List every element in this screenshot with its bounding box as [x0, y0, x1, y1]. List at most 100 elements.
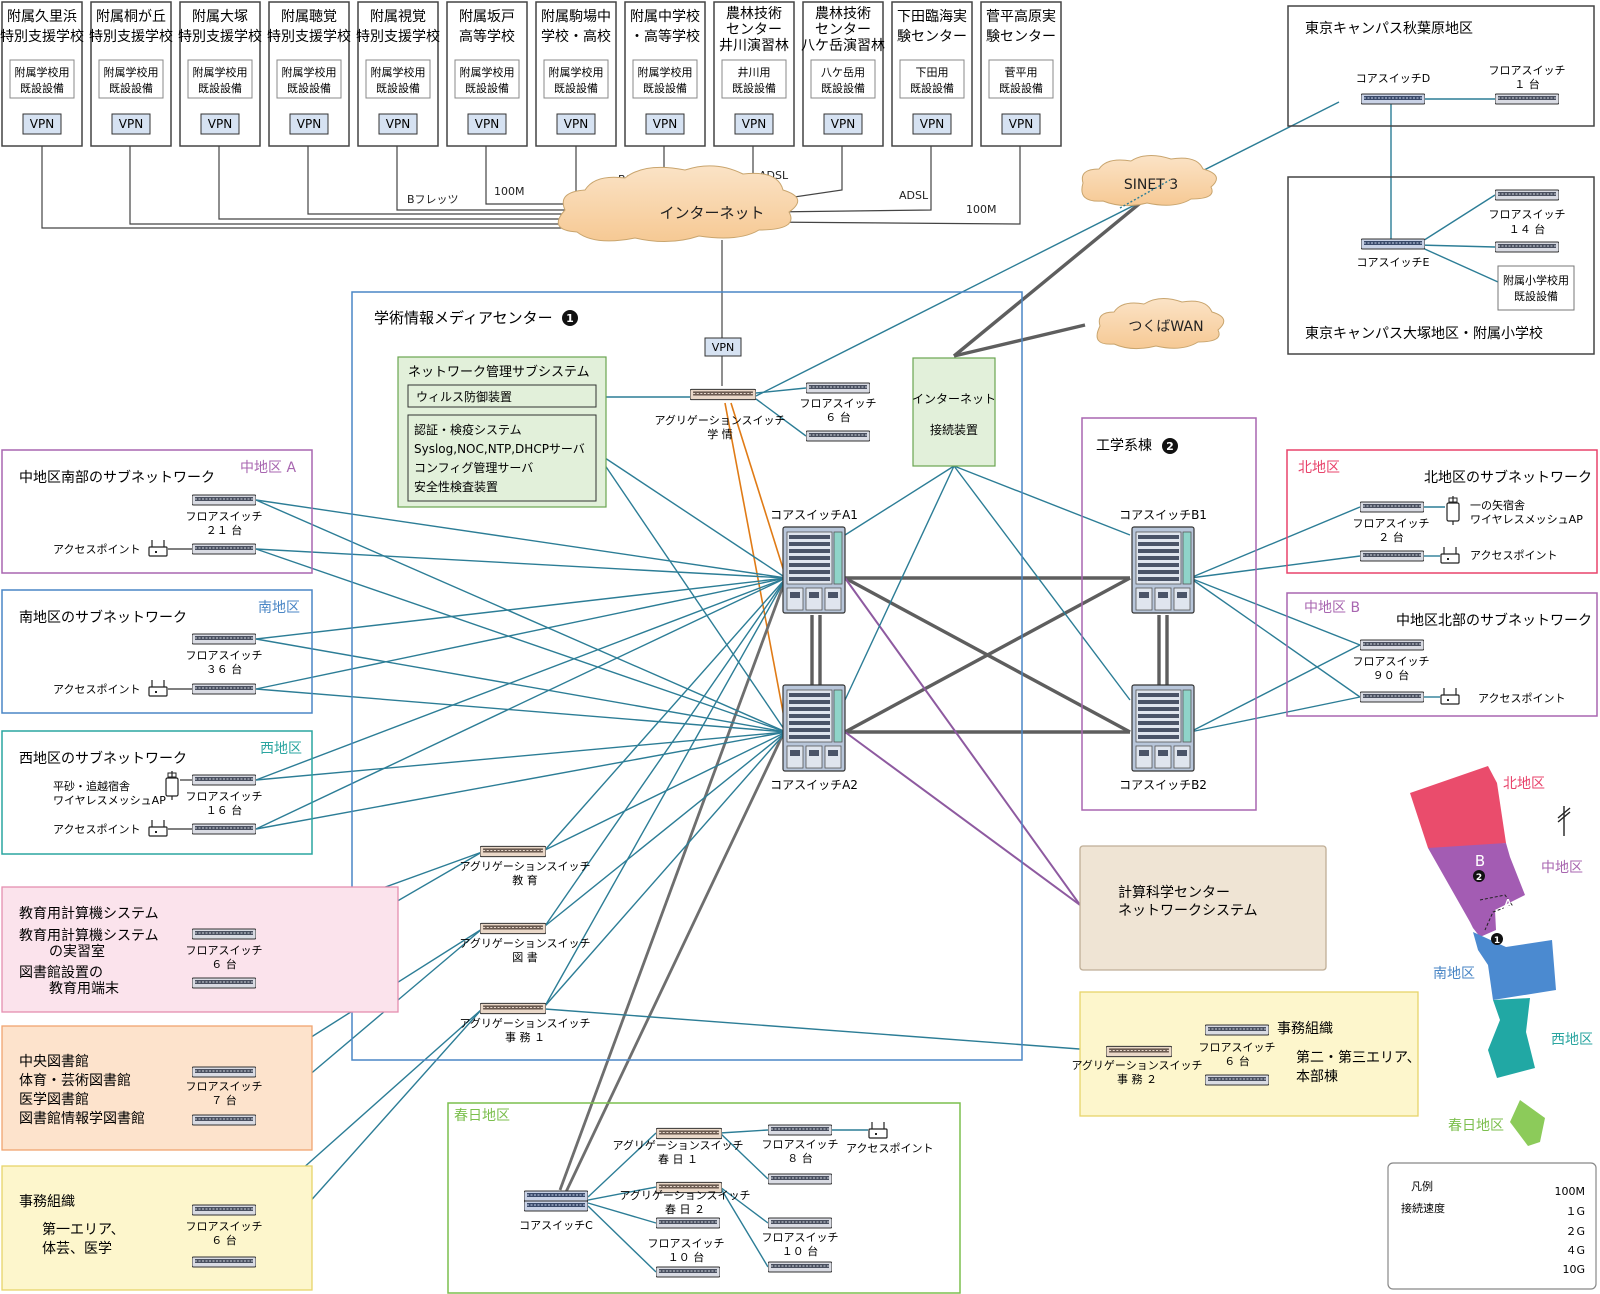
- floor-switch-label: フロアスイッチ: [186, 649, 263, 662]
- edu-line: の実習室: [49, 943, 105, 960]
- agg-label: アグリゲーションスイッチ: [459, 859, 590, 873]
- vpn-box: [467, 113, 507, 135]
- school-name: 井川演習林: [719, 38, 789, 54]
- school-name: 附属桐が丘: [96, 9, 166, 25]
- auth-line: コンフィグ管理サーバ: [414, 460, 533, 475]
- agg-label: 事 務 １: [505, 1030, 545, 1044]
- floor-switch-label: フロアスイッチ: [648, 1237, 725, 1250]
- core-switch-c-stack: [524, 1200, 588, 1212]
- media-center-area: 学術情報メディアセンター 1 VPN ネットワーク管理サブシステム ウィルス防御…: [351, 291, 1023, 1061]
- aggregation-switch-admin1: [480, 1002, 546, 1015]
- sinet-label: SINET 3: [1124, 177, 1178, 193]
- engineering-building: 工学系棟 2 コアスイッチB1 コアスイッチB2: [1081, 417, 1257, 811]
- floor-switch: [1360, 691, 1424, 703]
- aggregation-switch-education: [480, 845, 546, 858]
- existing-equipment-label: 既設設備: [287, 81, 331, 95]
- school-name: 特別支援学校: [356, 28, 440, 45]
- edu-line: 教育用計算機システム: [19, 906, 159, 922]
- core-switch-c: [524, 1190, 588, 1202]
- floor-switch-label: フロアスイッチ: [1489, 208, 1566, 221]
- floor-switch-label: フロアスイッチ: [762, 1138, 839, 1151]
- existing-equipment-label: 既設設備: [910, 81, 954, 95]
- vpn-label: VPN: [208, 117, 232, 131]
- floor-switch: [192, 683, 256, 695]
- admin-title: 事務組織: [19, 1194, 75, 1210]
- akihabara-area: 東京キャンパス秋葉原地区 コアスイッチD フロアスイッチ １ 台: [1287, 5, 1595, 127]
- vpn-box: [556, 113, 596, 135]
- floor-switch-count: ６ 台: [825, 410, 851, 424]
- internet-connection-device: [912, 357, 996, 467]
- floor-switch: [1360, 639, 1424, 651]
- mgmt-title: ネットワーク管理サブシステム: [408, 364, 590, 380]
- school-name: 験センター: [897, 29, 967, 45]
- admin-line: 本部棟: [1296, 1069, 1338, 1085]
- admin-area-1: 事務組織 第一エリア、 体芸、医学 フロアスイッチ ６ 台: [1, 1165, 313, 1291]
- agg-label: アグリゲーションスイッチ: [619, 1188, 750, 1202]
- existing-equipment-label: 既設設備: [376, 81, 420, 95]
- school-name: 農林技術: [726, 6, 782, 22]
- vpn-label: VPN: [742, 117, 766, 131]
- floor-switch-count: ２ 台: [1378, 530, 1404, 544]
- nishi-subnet: 西地区 西地区のサブネットワーク 平砂・追越宿舎 ワイヤレスメッシュAP フロア…: [1, 730, 313, 855]
- library-line: 医学図書館: [19, 1091, 89, 1108]
- vpn-label: VPN: [475, 117, 499, 131]
- naka-a-subnet: 中地区 A 中地区南部のサブネットワーク フロアスイッチ ２１ 台 アクセスポイ…: [1, 449, 313, 574]
- core-switch-d-label: コアスイッチD: [1356, 72, 1430, 85]
- school-name: 農林技術: [815, 6, 871, 22]
- floor-switch: [656, 1266, 720, 1278]
- floor-switch: [192, 494, 256, 506]
- existing-equipment-label: 既設設備: [643, 81, 687, 95]
- floor-switch: [806, 382, 870, 394]
- floor-switch-label: フロアスイッチ: [1353, 655, 1430, 668]
- education-system-area: 教育用計算機システム 教育用計算機システム の実習室 図書館設置の 教育用端末 …: [1, 886, 399, 1013]
- tsukuba-wan-label: つくばWAN: [1128, 319, 1203, 335]
- tsukuba-wan-cloud: つくばWAN: [1096, 298, 1225, 350]
- area-label: 西地区: [260, 741, 302, 757]
- school-name: 特別支援学校: [178, 28, 262, 45]
- map-region-kita: [1410, 766, 1506, 850]
- virus-defense-label: ウィルス防御装置: [416, 389, 512, 404]
- existing-equipment-label: 既設設備: [198, 81, 242, 95]
- sinet-cloud: SINET 3: [1081, 155, 1217, 207]
- legend-speed: 接続速度: [1401, 1201, 1445, 1215]
- agg-label: 事 務 ２: [1117, 1072, 1157, 1086]
- library-line: 中央図書館: [19, 1053, 89, 1070]
- edu-line: 教育用計算機システム: [19, 928, 159, 944]
- agg-label: 春 日 １: [658, 1153, 698, 1166]
- otsuka-area: コアスイッチE フロアスイッチ １４ 台 附属小学校用 既設設備 東京キャンパス…: [1287, 176, 1595, 355]
- school-name: センター: [726, 22, 782, 38]
- wan-label: Bフレッツ: [407, 193, 459, 206]
- floor-switch: [192, 543, 256, 555]
- school-name: 附属視覚: [370, 9, 426, 25]
- map-region-nishi: [1488, 998, 1535, 1078]
- number-badge-label: 2: [1166, 440, 1174, 453]
- floor-switch-label: フロアスイッチ: [800, 397, 877, 410]
- vpn-label: VPN: [564, 117, 588, 131]
- floor-switch-label: フロアスイッチ: [186, 510, 263, 523]
- school-name: 菅平高原実: [986, 8, 1056, 25]
- vpn-box: [378, 113, 418, 135]
- floor-switch: [768, 1124, 832, 1136]
- core-switch-d: [1361, 93, 1425, 105]
- school-name: 験センター: [986, 29, 1056, 45]
- edu-line: 図書館設置の: [19, 964, 103, 981]
- access-point-icon: [148, 819, 168, 837]
- access-point-icon: [148, 539, 168, 557]
- existing-equipment-label: 既設設備: [999, 81, 1043, 95]
- vpn-box: VPN: [712, 341, 734, 354]
- agg-label: アグリゲーションスイッチ: [612, 1138, 743, 1152]
- school-name: 学校・高校: [541, 28, 611, 45]
- existing-equipment-label: 八ケ岳用: [821, 66, 865, 79]
- floor-switch: [768, 1217, 832, 1229]
- edu-line: 教育用端末: [49, 981, 119, 997]
- vpn-box: [912, 113, 952, 135]
- floor-switch: [1360, 550, 1424, 562]
- floor-switch-label: フロアスイッチ: [186, 790, 263, 803]
- media-center-title: 学術情報メディアセンター: [374, 309, 553, 327]
- wireless-mesh-ap-icon: [1446, 495, 1460, 525]
